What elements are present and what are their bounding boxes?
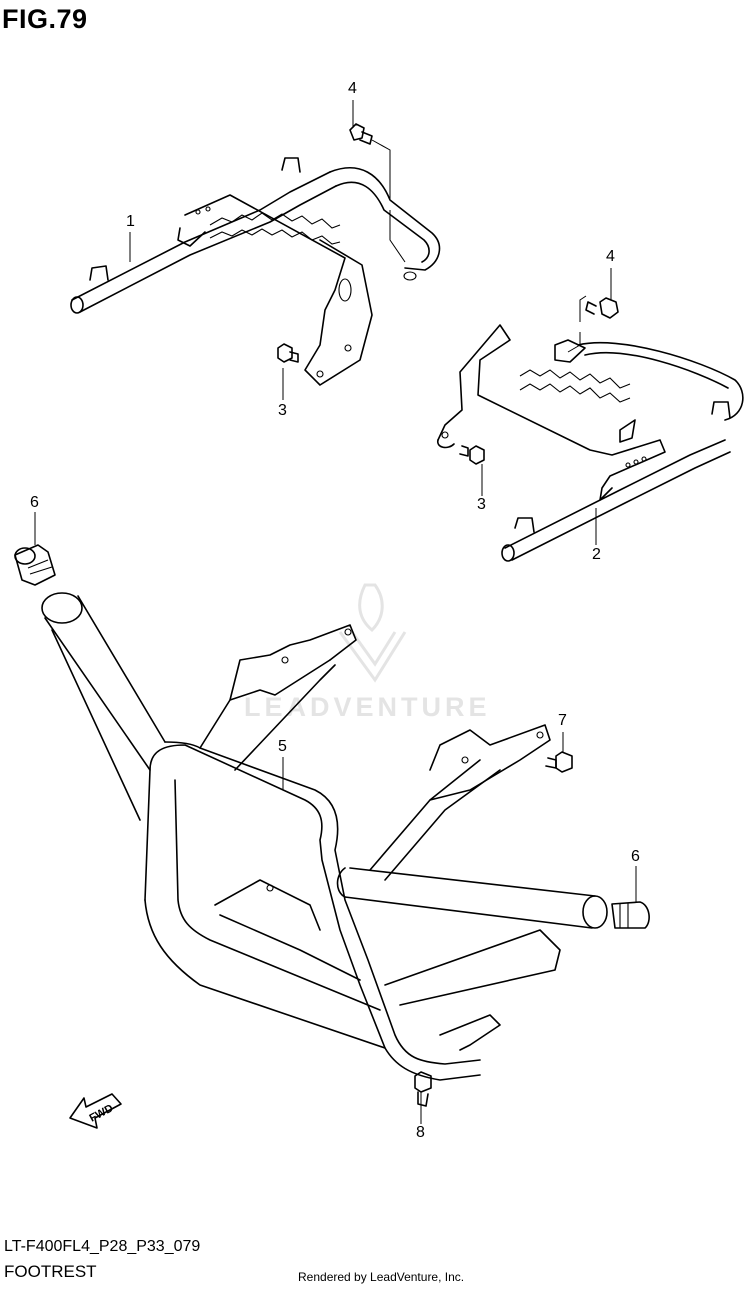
bolt-3-left bbox=[277, 343, 299, 363]
callout-6-left: 6 bbox=[30, 494, 39, 511]
callout-8: 8 bbox=[416, 1124, 425, 1141]
fwd-label: FWD bbox=[88, 1102, 116, 1124]
end-cap-left bbox=[14, 544, 56, 586]
bolt-7 bbox=[545, 751, 573, 773]
figure-title: FIG.79 bbox=[2, 4, 88, 34]
watermark-logo bbox=[338, 583, 407, 683]
footrest-frame bbox=[41, 592, 608, 1081]
figure-code: LT-F400FL4_P28_P33_079 bbox=[4, 1238, 201, 1255]
callout-3-left: 3 bbox=[278, 402, 287, 419]
end-cap-right bbox=[611, 901, 650, 929]
callout-5: 5 bbox=[278, 738, 287, 755]
bolt-4-upper bbox=[349, 123, 406, 263]
callout-6-right: 6 bbox=[631, 848, 640, 865]
callout-2: 2 bbox=[592, 546, 601, 563]
bolt-3-right bbox=[459, 445, 485, 465]
callout-1: 1 bbox=[126, 213, 135, 230]
callout-4-upper: 4 bbox=[348, 80, 357, 97]
figure-name: FOOTREST bbox=[4, 1262, 97, 1281]
bolt-8 bbox=[414, 1071, 432, 1107]
fwd-arrow-icon: FWD bbox=[69, 1093, 122, 1129]
callout-4-right: 4 bbox=[606, 248, 615, 265]
callout-7: 7 bbox=[558, 712, 567, 729]
callout-3-right: 3 bbox=[477, 496, 486, 513]
right-footrest bbox=[437, 324, 744, 562]
leader-lines bbox=[34, 100, 637, 1124]
left-footrest bbox=[70, 157, 441, 386]
rendered-by-credit: Rendered by LeadVenture, Inc. bbox=[298, 1270, 465, 1284]
